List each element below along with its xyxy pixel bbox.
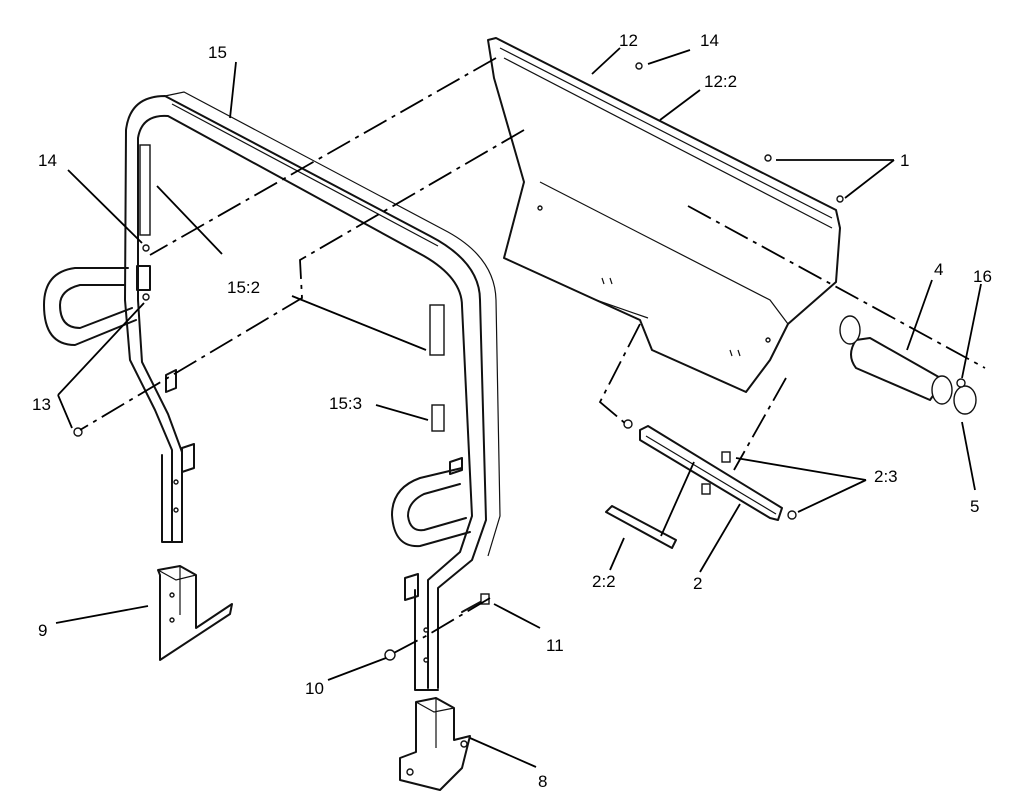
callout-1: 1	[900, 151, 909, 170]
left-base-bracket	[157, 565, 233, 661]
callout-2: 2	[693, 574, 702, 593]
nut-2-3b	[787, 510, 797, 520]
nut-2-3a	[623, 419, 633, 429]
callout-10: 10	[305, 679, 324, 698]
callout-15-2: 15:2	[227, 278, 260, 297]
nut-10	[384, 649, 396, 661]
callout-9: 9	[38, 621, 47, 640]
callout-12-2: 12:2	[704, 72, 737, 91]
callout-16: 16	[973, 267, 992, 286]
callout-15-3: 15:3	[329, 394, 362, 413]
washer-16	[956, 378, 966, 388]
callout-2-2: 2:2	[592, 572, 616, 591]
padding-cushion	[839, 315, 977, 415]
callout-13: 13	[32, 395, 51, 414]
callout-12: 12	[619, 31, 638, 50]
callout-labels: 12 14 12:2 1 15 14 15:2 15:3 13 4 16 5 2…	[32, 31, 992, 791]
callout-15: 15	[208, 43, 227, 62]
leader-lines	[55, 47, 982, 768]
left-grab-handle	[43, 267, 137, 346]
rod-part	[605, 505, 677, 549]
bolt-11	[461, 593, 490, 613]
roll-bar-frame	[124, 91, 501, 691]
right-grab-handle	[391, 467, 471, 548]
callout-14-top: 14	[700, 31, 719, 50]
right-base-bracket	[399, 697, 471, 791]
canopy-panel	[487, 37, 841, 393]
support-bar-assembly	[639, 425, 783, 521]
screw-1b	[836, 195, 844, 203]
callout-5: 5	[970, 497, 979, 516]
screw-14	[142, 244, 150, 252]
screw-14-top	[635, 62, 643, 70]
callout-11: 11	[546, 636, 564, 655]
callout-2-3: 2:3	[874, 467, 898, 486]
nut-13-upper	[142, 293, 150, 301]
screw-1a	[764, 154, 772, 162]
callout-14-left: 14	[38, 151, 57, 170]
callout-8: 8	[538, 772, 547, 791]
callout-4: 4	[934, 260, 943, 279]
assembly-centerlines	[79, 57, 986, 656]
